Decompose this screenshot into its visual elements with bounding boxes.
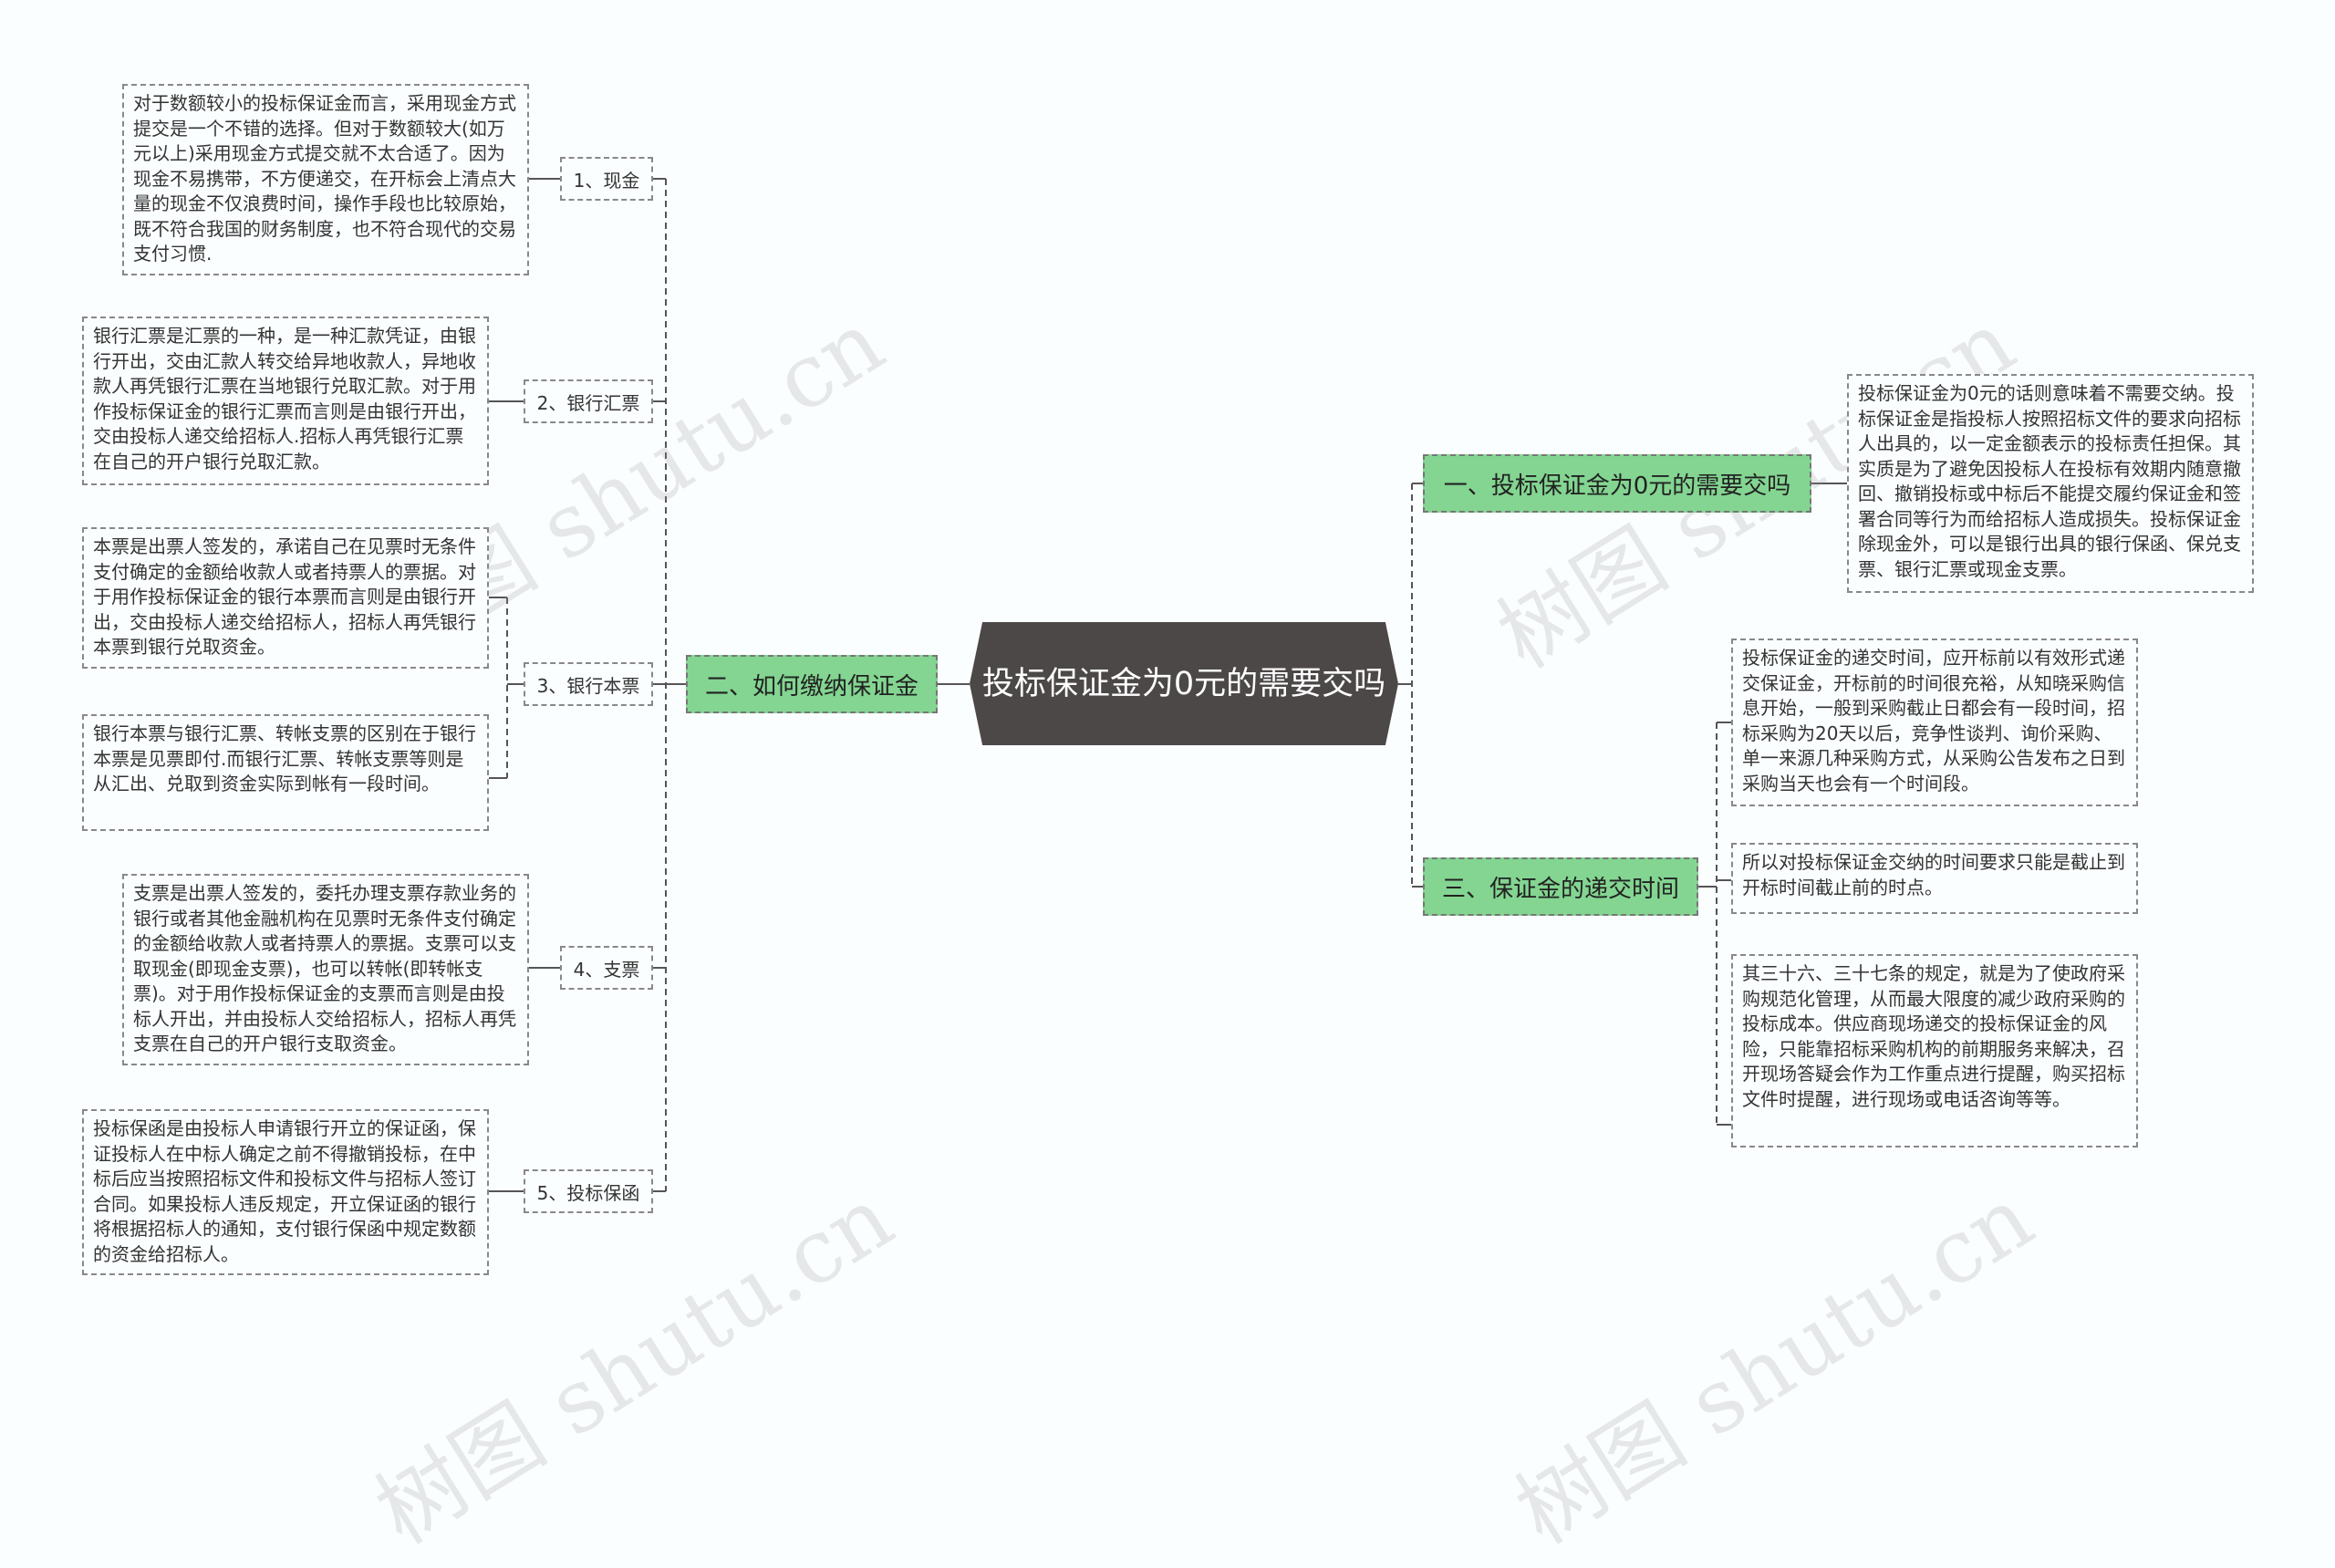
note-cash: 对于数额较小的投标保证金而言，采用现金方式提交是一个不错的选择。但对于数额较大(… (122, 84, 529, 275)
label-bank-draft[interactable]: 2、银行汇票 (524, 379, 653, 423)
note-check: 支票是出票人签发的，委托办理支票存款业务的银行或者其他金融机构在见票时无条件支付… (122, 874, 529, 1065)
label-cashier-check[interactable]: 3、银行本票 (524, 662, 653, 706)
label-check[interactable]: 4、支票 (560, 946, 653, 990)
branch-submit-time[interactable]: 三、保证金的递交时间 (1423, 857, 1698, 916)
root-title: 投标保证金为0元的需要交吗 (981, 665, 1386, 702)
note-cashier-check-1: 本票是出票人签发的，承诺自己在见票时无条件支付确定的金额给收款人或者持票人的票据… (82, 527, 489, 669)
note-bank-draft: 银行汇票是汇票的一种，是一种汇款凭证，由银行开出，交由汇款人转交给异地收款人，异… (82, 317, 489, 485)
note-bid-guarantee: 投标保函是由投标人申请银行开立的保证函，保证投标人在中标人确定之前不得撤销投标，… (82, 1109, 489, 1275)
connector-lines (489, 178, 1847, 1192)
note-cashier-check-2: 银行本票与银行汇票、转帐支票的区别在于银行本票是见票即付.而银行汇票、转帐支票等… (82, 714, 489, 831)
note-submit-time-1: 投标保证金的递交时间，应开标前以有效形式递交保证金，开标前的时间很充裕，从知晓采… (1731, 639, 2138, 806)
note-submit-time-3: 其三十六、三十七条的规定，就是为了使政府采购规范化管理，从而最大限度的减少政府采… (1731, 954, 2138, 1147)
label-bid-guarantee[interactable]: 5、投标保函 (524, 1169, 653, 1213)
note-submit-time-2: 所以对投标保证金交纳的时间要求只能是截止到开标时间截止前的时点。 (1731, 843, 2138, 914)
label-cash[interactable]: 1、现金 (560, 157, 653, 201)
branch-zero-deposit[interactable]: 一、投标保证金为0元的需要交吗 (1423, 454, 1811, 513)
note-zero-deposit: 投标保证金为0元的话则意味着不需要交纳。投标保证金是指投标人按照招标文件的要求向… (1847, 374, 2254, 593)
branch-how-to-pay[interactable]: 二、如何缴纳保证金 (686, 655, 938, 713)
root-shape (970, 622, 1398, 745)
